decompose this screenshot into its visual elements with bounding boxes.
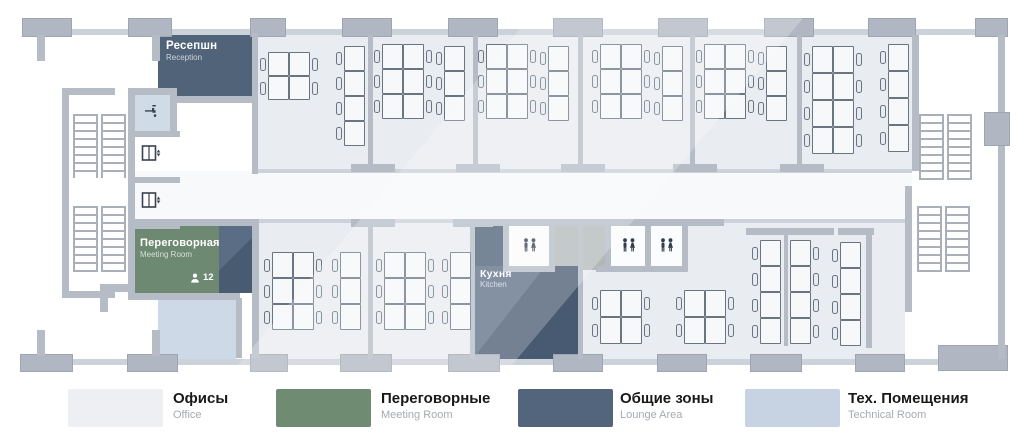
legend-title-lounge: Общие зоны — [620, 390, 714, 407]
legend-swatch-technical — [745, 389, 840, 427]
meeting-room-capacity: 12 — [190, 272, 214, 283]
legend-title-office: Офисы — [173, 390, 229, 407]
wall-segment — [100, 284, 108, 312]
reception-subtitle: Reception — [166, 53, 203, 63]
wall-segment — [100, 284, 134, 292]
legend-swatch-meeting — [276, 389, 371, 427]
corridor — [133, 171, 912, 221]
restroom-1-floor — [509, 226, 549, 266]
meeting-room-subtitle: Meeting Room — [140, 249, 193, 259]
restroom-2-floor — [611, 226, 645, 266]
legend-title-technical: Тех. Помещения — [848, 390, 969, 407]
technical-room-small — [130, 93, 174, 133]
stairs-right-upper-a — [919, 114, 944, 180]
legend-subtitle-office: Office — [173, 409, 202, 421]
lounge-dark-block — [219, 226, 252, 293]
wall-segment — [37, 35, 45, 61]
meeting-room-capacity-value: 12 — [203, 272, 214, 283]
wall-segment — [128, 293, 240, 300]
lobby-gray-zone — [555, 226, 605, 270]
legend-subtitle-lounge: Lounge Area — [620, 409, 683, 421]
legend-swatch-lounge — [518, 389, 613, 427]
top-office-floor — [258, 35, 912, 171]
stairs-left-upper-a — [73, 114, 98, 178]
legend-title-meeting: Переговорные — [381, 390, 491, 407]
technical-area-bottom — [158, 300, 236, 359]
wall-segment — [62, 88, 69, 298]
kitchen-upper — [475, 222, 504, 268]
wall-segment — [236, 298, 242, 358]
stairs-left-lower-b — [101, 206, 126, 272]
wall-segment — [20, 359, 1008, 365]
wall-segment — [62, 291, 115, 298]
stairs-right-lower-b — [945, 206, 970, 272]
stairs-left-lower-a — [73, 206, 98, 272]
wall-segment — [912, 35, 919, 171]
kitchen-room — [475, 266, 578, 359]
legend-subtitle-technical: Technical Room — [848, 409, 927, 421]
person-icon — [191, 273, 199, 283]
window-pillar — [22, 18, 72, 37]
window-pillar — [20, 354, 73, 372]
stairs-left-upper-b — [101, 114, 126, 178]
meeting-room-label: Переговорная Meeting Room — [140, 237, 220, 259]
legend-swatch-office — [68, 389, 163, 427]
window-pillar — [975, 18, 1008, 37]
wall-segment — [37, 330, 45, 356]
window-pillar — [984, 112, 1010, 146]
reception-label: Ресепшн Reception — [166, 40, 217, 62]
reception-room — [158, 33, 258, 98]
legend-subtitle-meeting: Meeting Room — [381, 409, 453, 421]
restroom-3-floor — [651, 226, 682, 266]
wall-segment — [998, 35, 1005, 359]
meeting-room-title: Переговорная — [140, 237, 220, 249]
stairs-right-upper-b — [947, 114, 972, 180]
kitchen-label: Кухня Kitchen — [480, 268, 512, 289]
elevator-icon — [141, 145, 161, 161]
kitchen-subtitle: Kitchen — [480, 280, 507, 290]
kitchen-title: Кухня — [480, 268, 512, 280]
window-pillar — [938, 345, 1008, 371]
stairs-right-lower-a — [917, 206, 942, 272]
wall-segment — [62, 88, 115, 95]
meeting-room — [133, 226, 219, 293]
reception-title: Ресепшн — [166, 40, 218, 52]
